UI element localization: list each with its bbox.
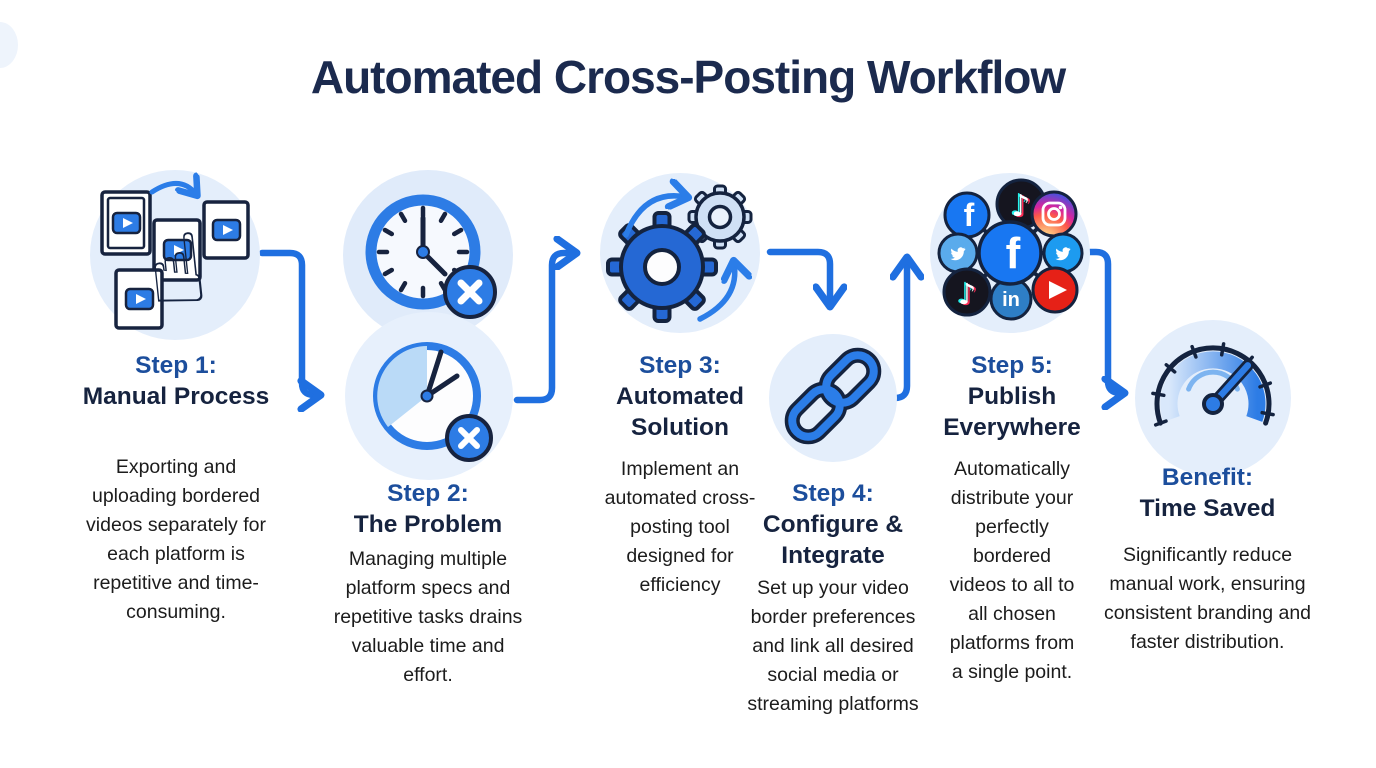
svg-text:♪: ♪: [956, 276, 975, 310]
svg-text:f: f: [1006, 229, 1021, 278]
step-label: Step 5:: [971, 352, 1053, 379]
step-1-text: Step 1: Manual Process Exporting and upl…: [46, 350, 306, 627]
instagram-icon: [1030, 190, 1078, 238]
step-3-text: Step 3: Automated Solution Implement an …: [578, 350, 782, 600]
svg-text:♪: ♪: [958, 277, 977, 311]
step-name: The Problem: [353, 511, 503, 538]
svg-text:f: f: [964, 197, 975, 233]
step-label: Step 1:: [135, 352, 217, 379]
step-name: Automated Solution: [616, 383, 744, 441]
curved-arrow-icon: [149, 183, 196, 194]
step-description: Set up your video border preferences and…: [747, 577, 919, 715]
step-label: Step 3:: [639, 352, 721, 379]
svg-text:♪: ♪: [1013, 190, 1032, 225]
refresh-arrow-icon: [697, 263, 735, 322]
clock-x-icon: [343, 170, 513, 340]
twitter-icon: [1042, 232, 1084, 274]
svg-text:♪: ♪: [1009, 188, 1028, 223]
step-description: Exporting and uploading bordered videos …: [86, 456, 266, 623]
facebook-icon: f: [943, 191, 991, 239]
step-5-text: Step 5: Publish Everywhere Automatically…: [916, 350, 1108, 687]
benefit-name: Time Saved: [1139, 495, 1276, 522]
clock-elapsed-x-icon: [345, 312, 513, 480]
page-title: Automated Cross-Posting Workflow: [310, 51, 1066, 103]
svg-text:♪: ♪: [960, 278, 979, 312]
benefit-description: Significantly reduce manual work, ensuri…: [1103, 544, 1312, 653]
pointing-hand-icon: ☝: [142, 211, 213, 329]
step-4-text: Step 4: Configure & Integrate Set up you…: [718, 478, 948, 719]
step-name: Publish Everywhere: [943, 383, 1081, 441]
refresh-arrow-icon: [623, 196, 686, 238]
svg-text:♪: ♪: [1011, 189, 1030, 224]
step-label: Step 2:: [387, 480, 469, 507]
benefit-text: Benefit: Time Saved Significantly reduce…: [1090, 462, 1325, 657]
arrow-step3-step4: [766, 248, 830, 304]
step-name: Manual Process: [82, 383, 270, 410]
small-gear-icon: [687, 184, 753, 250]
twitter-icon: [937, 232, 979, 274]
step-label: Step 4:: [792, 480, 874, 507]
step-description: Automatically distribute your perfectly …: [949, 458, 1075, 683]
facebook-center-icon: f: [977, 220, 1043, 286]
youtube-icon: [1031, 266, 1079, 314]
step-2-text: Step 2: The Problem Managing multiple pl…: [300, 478, 556, 690]
edge-decoration: [0, 22, 18, 68]
arrow-step2-step3: [513, 253, 574, 404]
step-name: Configure & Integrate: [762, 511, 904, 569]
social-network-icon: f ♪ ♪ ♪: [930, 173, 1090, 333]
video-files-hand-icon: ☝: [90, 170, 260, 340]
large-gear-icon: [606, 211, 718, 323]
speedometer-icon: [1135, 320, 1291, 476]
step-description: Implement an automated cross-posting too…: [604, 458, 756, 596]
step-description: Managing multiple platform specs and rep…: [333, 548, 523, 686]
gears-automation-icon: [600, 173, 760, 333]
tiktok-icon: ♪ ♪ ♪: [942, 267, 992, 317]
svg-text:in: in: [1002, 289, 1020, 311]
chain-link-icon: [769, 334, 897, 462]
benefit-label: Benefit:: [1161, 464, 1254, 491]
